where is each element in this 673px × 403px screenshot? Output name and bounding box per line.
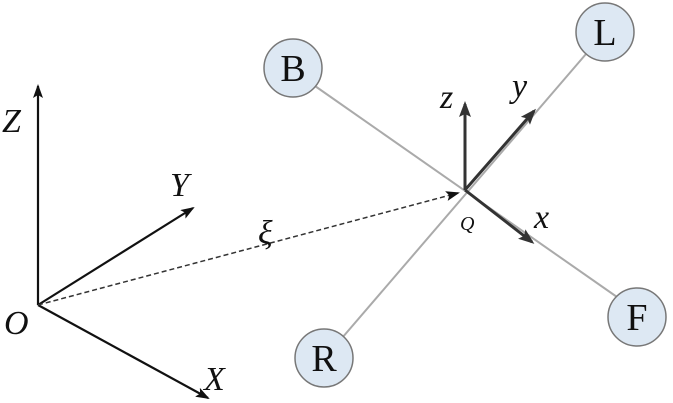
body-axis-z-label: z (439, 79, 453, 116)
node-f: F (607, 287, 667, 347)
body-axis-x (464, 188, 535, 244)
link-r-to-l (341, 53, 587, 339)
world-axis-y (37, 206, 195, 306)
position-vector (37, 191, 460, 306)
world-axis-x (37, 304, 210, 399)
world-axis-x-label: X (202, 361, 226, 398)
world-axis-y-label: Y (170, 167, 192, 204)
node-b: B (263, 38, 323, 98)
node-r: R (294, 328, 354, 388)
body-origin-label: Q (460, 213, 475, 235)
node-f-label: F (626, 297, 647, 339)
node-l: L (575, 2, 635, 62)
world-axis-z-label: Z (2, 103, 22, 140)
body-axis-y (463, 108, 536, 191)
world-origin-label: O (4, 305, 29, 342)
node-b-label: B (280, 48, 305, 90)
node-l-label: L (593, 12, 616, 54)
node-r-label: R (311, 338, 337, 380)
position-vector-label: ξ (258, 215, 273, 252)
body-axis-x-label: x (533, 199, 549, 236)
body-axis-y-label: y (509, 68, 528, 105)
